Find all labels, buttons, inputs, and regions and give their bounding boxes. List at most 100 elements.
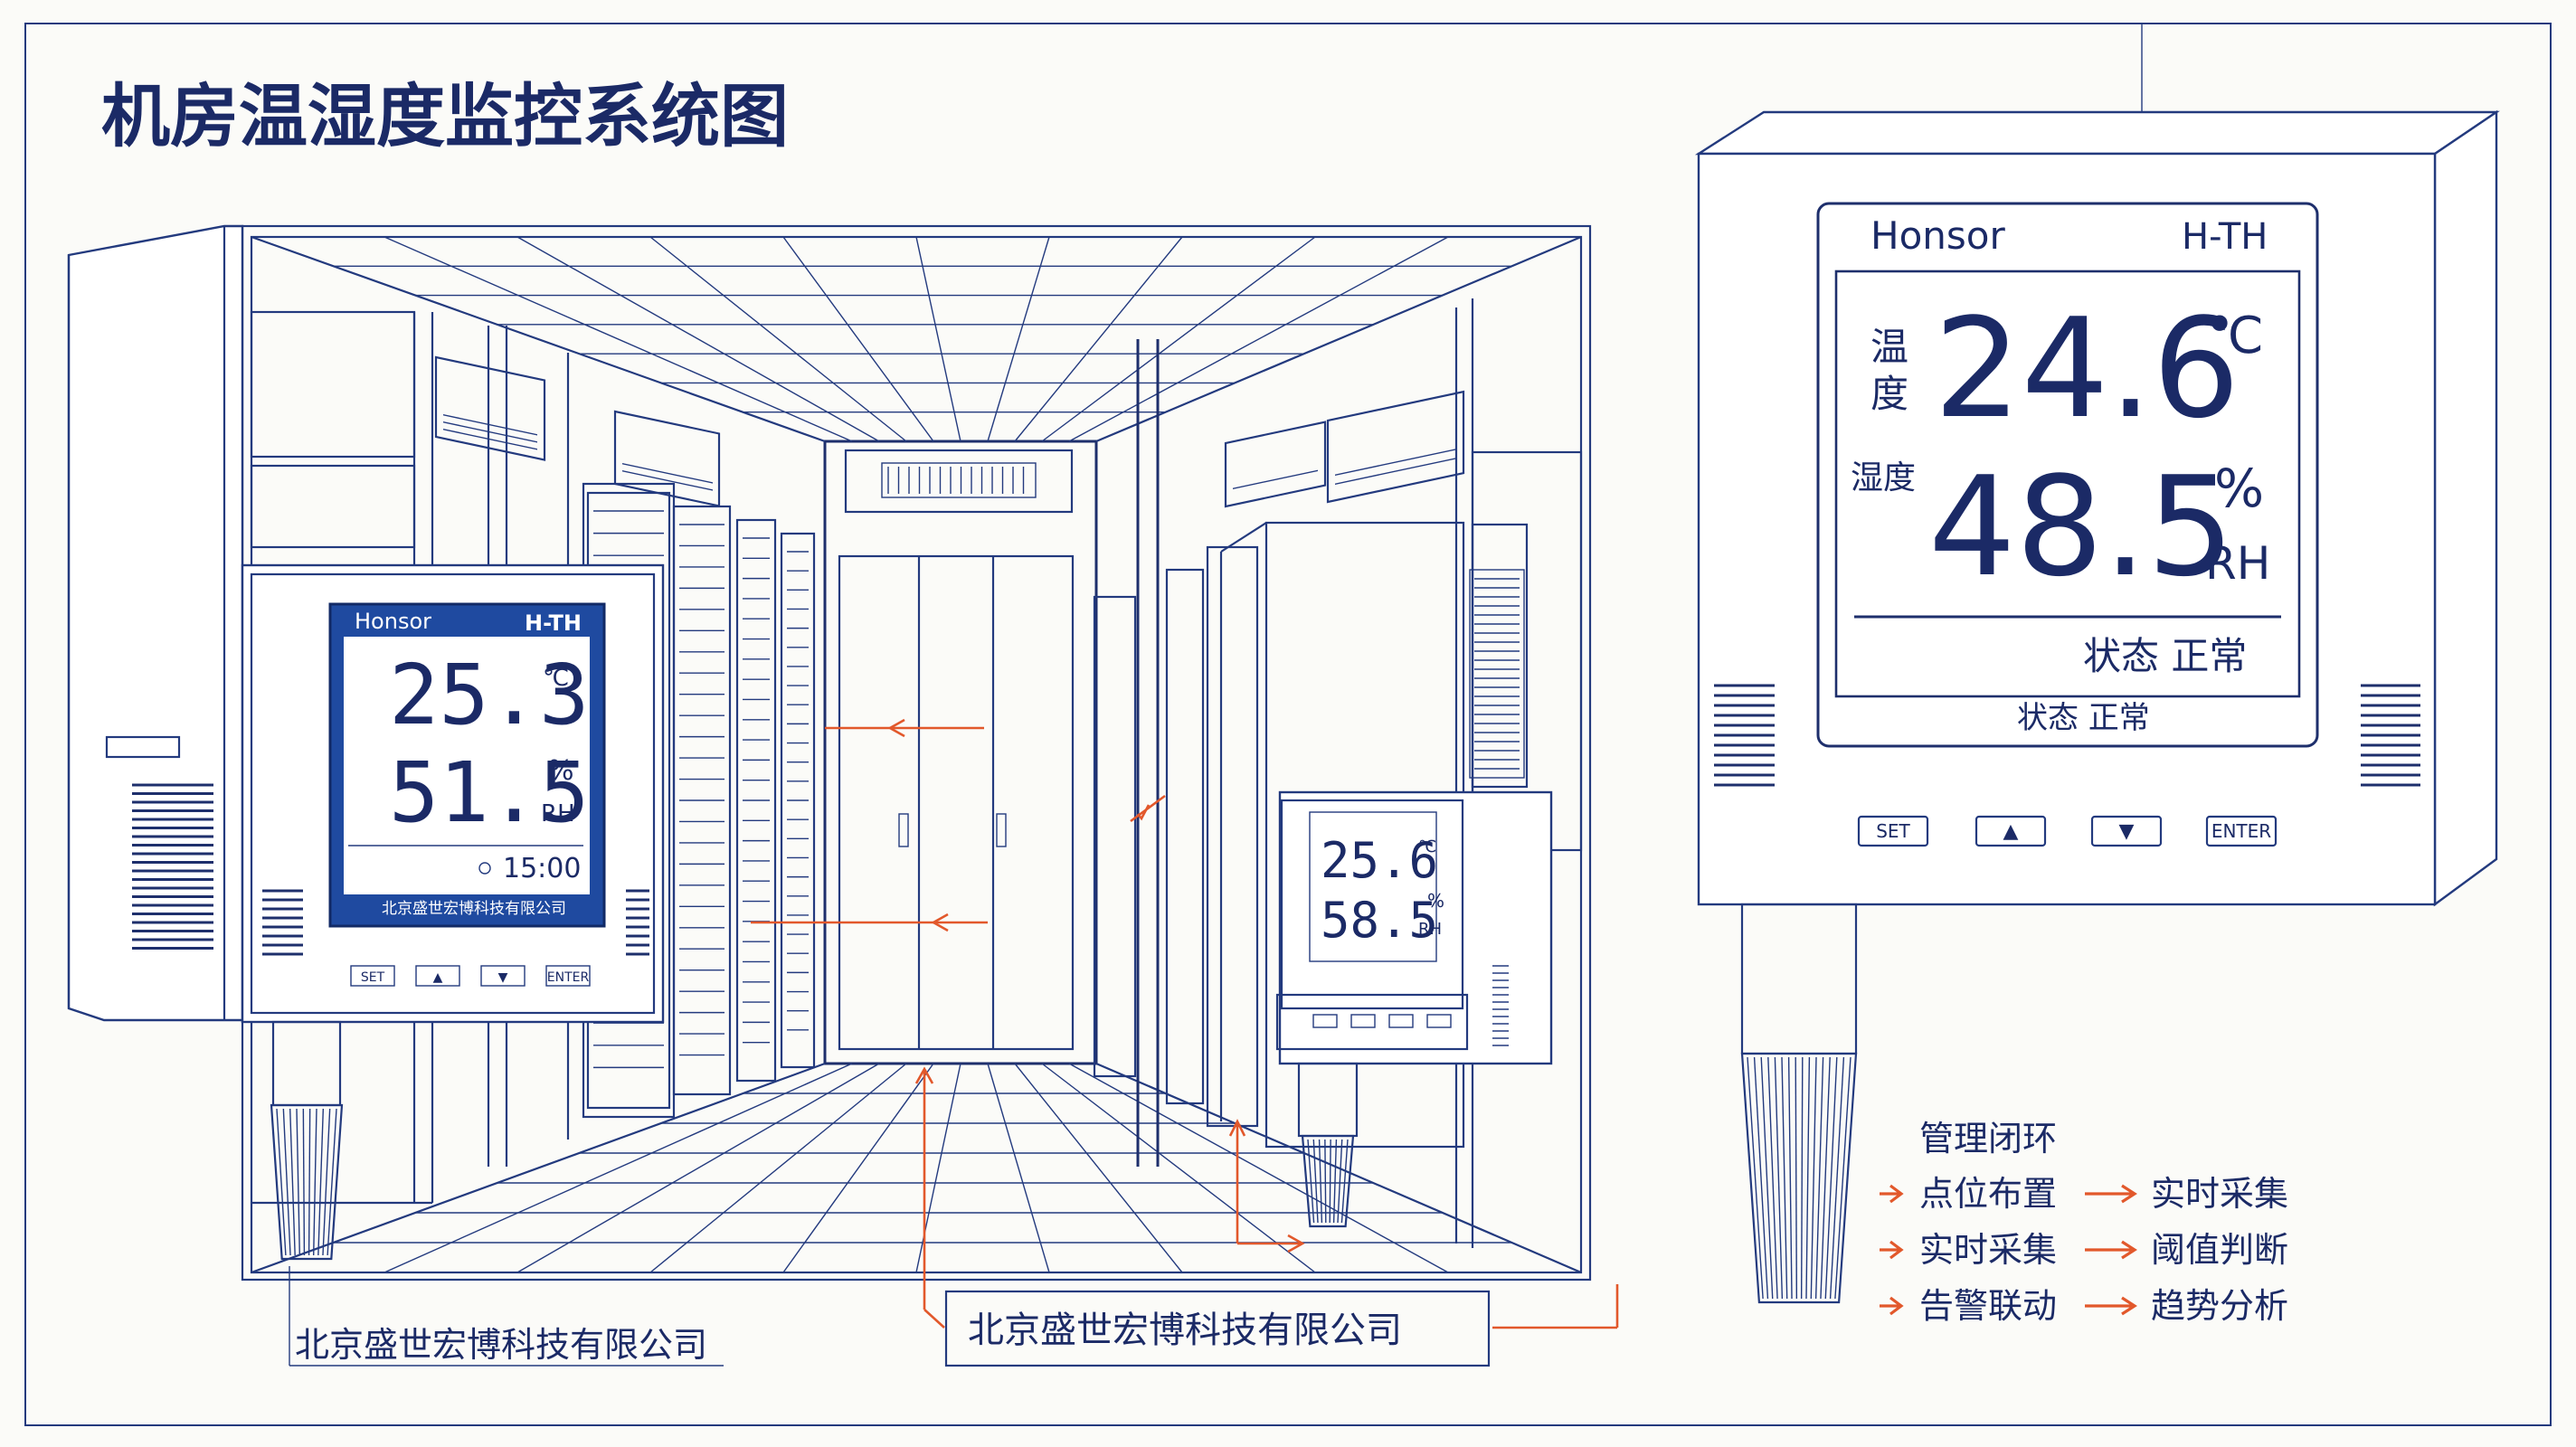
mid-sensor-hum-unit2: RH: [1418, 920, 1442, 939]
probe-rib: [1760, 1056, 1774, 1300]
ceiling-grid-line: [1014, 236, 1183, 442]
wall-vent: [1469, 569, 1525, 779]
server-rack: [1206, 545, 1259, 1128]
server-rack: [735, 518, 777, 1083]
probe-rib: [1767, 1056, 1778, 1300]
big-sensor-status-inner: 状态 正常: [2083, 634, 2247, 678]
floor-grid-line: [987, 1063, 1050, 1273]
probe-rib: [1307, 1139, 1315, 1224]
probe-rib: [282, 1108, 291, 1256]
big-sensor-button-label: ▲: [2003, 820, 2019, 843]
arrow-elbow-icon: [1228, 1119, 1305, 1253]
probe-rib: [1340, 1139, 1349, 1224]
loop-step-to: 趋势分析: [2151, 1286, 2288, 1326]
left-sensor-hum: 51.5: [389, 744, 590, 841]
probe-rib: [1829, 1056, 1845, 1300]
orange-arrows: [751, 718, 1619, 1329]
probe-rib: [1774, 1056, 1784, 1300]
big-sensor-button: [2205, 815, 2278, 847]
left-sensor-time: 15:00: [503, 853, 581, 884]
probe-rib: [1332, 1139, 1338, 1224]
probe-body: [1740, 1052, 1858, 1304]
ceiling-grid-line: [649, 236, 907, 442]
mid-sensor-temp: 25.6: [1321, 832, 1438, 889]
ceiling-grid-line: [782, 236, 934, 442]
clock-icon: [478, 862, 491, 875]
loop-step-to: 实时采集: [2151, 1174, 2288, 1214]
left-sensor-button-label: ▲: [433, 970, 443, 985]
cross-arrow-icon: [1130, 794, 1166, 823]
probe-body: [270, 1103, 344, 1261]
big-sensor-temp-unit: ℃: [2207, 307, 2264, 365]
probe-rib: [289, 1108, 296, 1256]
mid-sensor-button: [1312, 1014, 1338, 1028]
left-sensor-hum-unit: %: [548, 755, 574, 787]
big-sensor-hum-unit2: RH: [2205, 537, 2270, 590]
left-callout: 北京盛世宏博科技有限公司: [289, 1266, 724, 1367]
mid-sensor-temp-unit: ℃: [1418, 837, 1436, 856]
probe-rib: [1810, 1056, 1817, 1300]
loop-arrow-icon: [1880, 1296, 1904, 1316]
page-frame: [24, 23, 2552, 1426]
floor-grid-line: [915, 1063, 961, 1273]
big-sensor-screen: [1834, 270, 2301, 698]
left-sensor-button: [350, 965, 395, 987]
big-sensor-model: H-TH: [2182, 216, 2268, 258]
left-sensor-button-label: ENTER: [547, 970, 590, 985]
left-sensor-button: [545, 965, 591, 987]
management-loop: 管理闭环 点位布置实时采集实时采集阈值判断告警联动趋势分析: [1880, 1119, 2288, 1326]
ceiling-grid-line: [516, 236, 880, 442]
big-sensor-temp-label-1: 温: [1870, 325, 1908, 369]
left-sensor-screen: [344, 637, 590, 894]
probe-rib: [302, 1108, 306, 1256]
loop-step-from: 告警联动: [1919, 1286, 2057, 1326]
probe-rib: [1814, 1056, 1824, 1300]
left-sensor-hum-unit2: RH: [541, 800, 575, 828]
big-sensor: Honsor H-TH 温 度 24.6 ℃ 湿度 48.5 % RH 状态 正…: [1694, 109, 2500, 1304]
floor-grid-line: [1068, 1063, 1449, 1273]
left-sensor-company: 北京盛世宏博科技有限公司: [382, 900, 566, 918]
ac-vent: [881, 462, 1037, 498]
mid-sensor-hum-unit: %: [1427, 890, 1444, 912]
floor-grid-line: [1014, 1063, 1183, 1273]
probe-rib: [1312, 1139, 1319, 1224]
probe-rib: [322, 1108, 331, 1256]
arrow-up-icon: [914, 1066, 934, 1084]
server-room: [241, 224, 1592, 1281]
loop-arrow-icon: [1880, 1240, 1904, 1260]
big-sensor-brand: Honsor: [1870, 213, 2005, 258]
big-sensor-button: [1857, 815, 1929, 847]
loop-heading: 管理闭环: [1919, 1119, 2057, 1159]
center-callout-label: 北京盛世宏博科技有限公司: [968, 1310, 1402, 1351]
loop-step-from: 实时采集: [1919, 1230, 2057, 1270]
left-sensor-temp-unit: ℃: [543, 665, 569, 692]
probe-rib: [1318, 1139, 1323, 1224]
probe-rib: [1324, 1139, 1327, 1224]
server-rack: [780, 532, 816, 1069]
floor-grid-line: [782, 1063, 934, 1273]
big-sensor-hum-label: 湿度: [1851, 459, 1916, 497]
probe-rib: [296, 1108, 300, 1256]
floor-grid-line: [384, 1063, 853, 1273]
floor-grid-line: [1041, 1063, 1316, 1273]
loop-arrow-icon: [1880, 1184, 1904, 1204]
big-sensor-hum: 48.5: [1928, 447, 2234, 607]
floor-grid-line: [516, 1063, 880, 1273]
probe-rib: [1805, 1056, 1811, 1300]
probe-body: [1301, 1134, 1355, 1228]
mid-sensor-hum: 58.5: [1321, 892, 1438, 949]
left-cabinet: [67, 224, 244, 1022]
big-sensor-button-label: SET: [1876, 820, 1910, 842]
mid-sensor-button: [1426, 1014, 1452, 1028]
left-sensor-button: [415, 965, 460, 987]
arrow-head-icon: [887, 718, 905, 738]
page-title: 机房温湿度监控系统图: [101, 76, 789, 156]
big-sensor-button: [1975, 815, 2047, 847]
probe-rib: [1337, 1139, 1343, 1224]
probe-rib: [317, 1108, 325, 1256]
probe-rib: [276, 1108, 287, 1256]
left-sensor-temp: 25.3: [389, 647, 590, 743]
left-sensor-brand: Honsor: [355, 609, 431, 634]
probe-rib: [1800, 1056, 1804, 1300]
